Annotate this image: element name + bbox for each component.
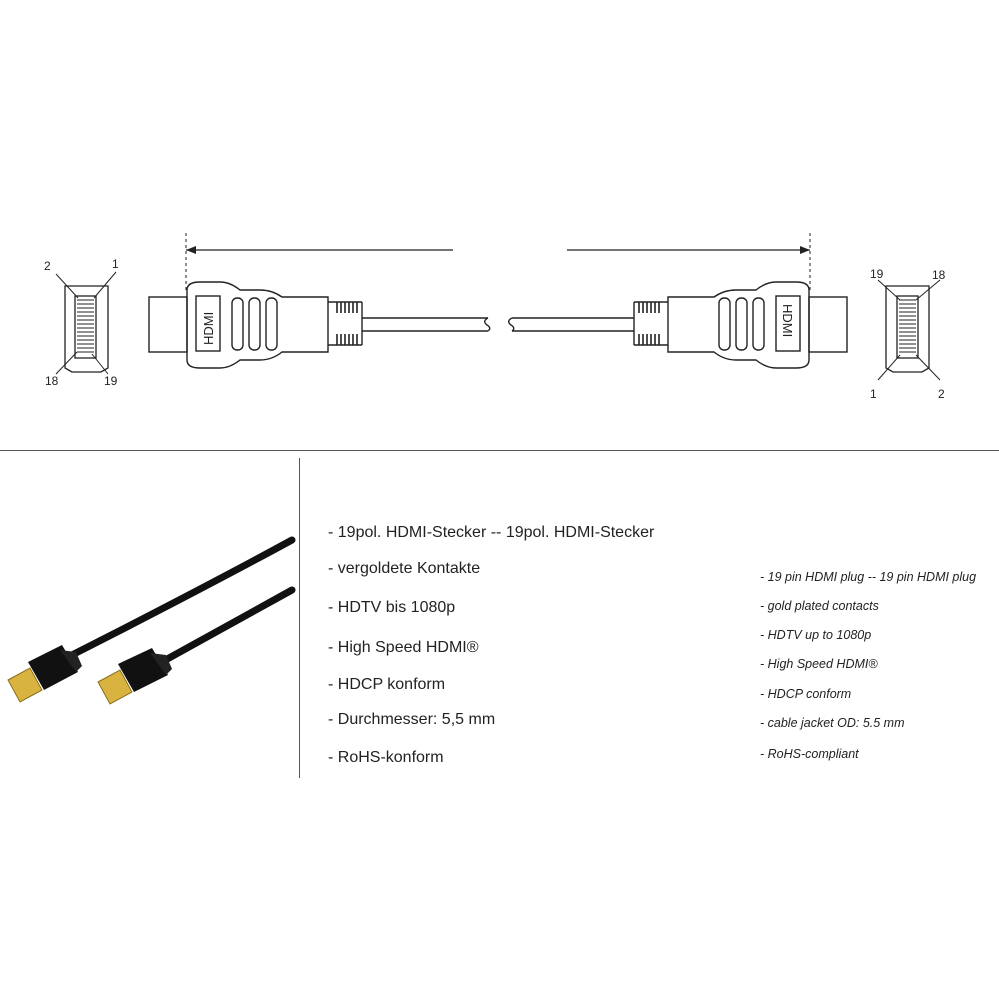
left-plug-side <box>148 281 491 369</box>
pin-label-19-right: 19 <box>870 267 884 281</box>
horizontal-divider <box>0 450 999 451</box>
feature-en-4: - High Speed HDMI® <box>760 657 878 671</box>
plug-left-photo <box>7 645 82 703</box>
left-connector-face <box>55 271 117 375</box>
pin-label-2-left: 2 <box>44 259 51 273</box>
cable-photo <box>7 536 296 705</box>
hdmi-label-left: HDMI <box>201 312 216 345</box>
pin-label-1-left: 1 <box>112 257 119 271</box>
feature-en-6: - cable jacket OD: 5.5 mm <box>760 716 905 730</box>
feature-en-2: - gold plated contacts <box>760 599 879 613</box>
pin-label-18-left: 18 <box>45 374 59 388</box>
right-plug-side <box>508 281 848 369</box>
feature-de-6: - Durchmesser: 5,5 mm <box>328 711 496 728</box>
feature-de-1: - 19pol. HDMI-Stecker -- 19pol. HDMI-Ste… <box>328 524 655 541</box>
pin-label-19-left: 19 <box>104 374 118 388</box>
feature-de-5: - HDCP konform <box>328 676 446 693</box>
plug-right-photo <box>97 648 172 705</box>
feature-de-2: - vergoldete Kontakte <box>328 560 481 577</box>
length-dimension <box>185 233 811 290</box>
feature-de-4: - High Speed HDMI® <box>328 639 479 656</box>
feature-en-7: - RoHS-compliant <box>760 747 859 761</box>
right-connector-face <box>877 279 941 381</box>
feature-en-3: - HDTV up to 1080p <box>760 628 872 642</box>
feature-de-7: - RoHS-konform <box>328 749 444 766</box>
feature-en-1: - 19 pin HDMI plug -- 19 pin HDMI plug <box>760 570 977 584</box>
hdmi-label-right: HDMI <box>780 304 795 337</box>
pin-label-2-right: 2 <box>938 387 945 401</box>
vertical-divider <box>299 458 300 778</box>
feature-de-3: - HDTV bis 1080p <box>328 599 456 616</box>
feature-en-5: - HDCP conform <box>760 687 852 701</box>
pin-label-18-right: 18 <box>932 268 946 282</box>
pin-label-1-right: 1 <box>870 387 877 401</box>
